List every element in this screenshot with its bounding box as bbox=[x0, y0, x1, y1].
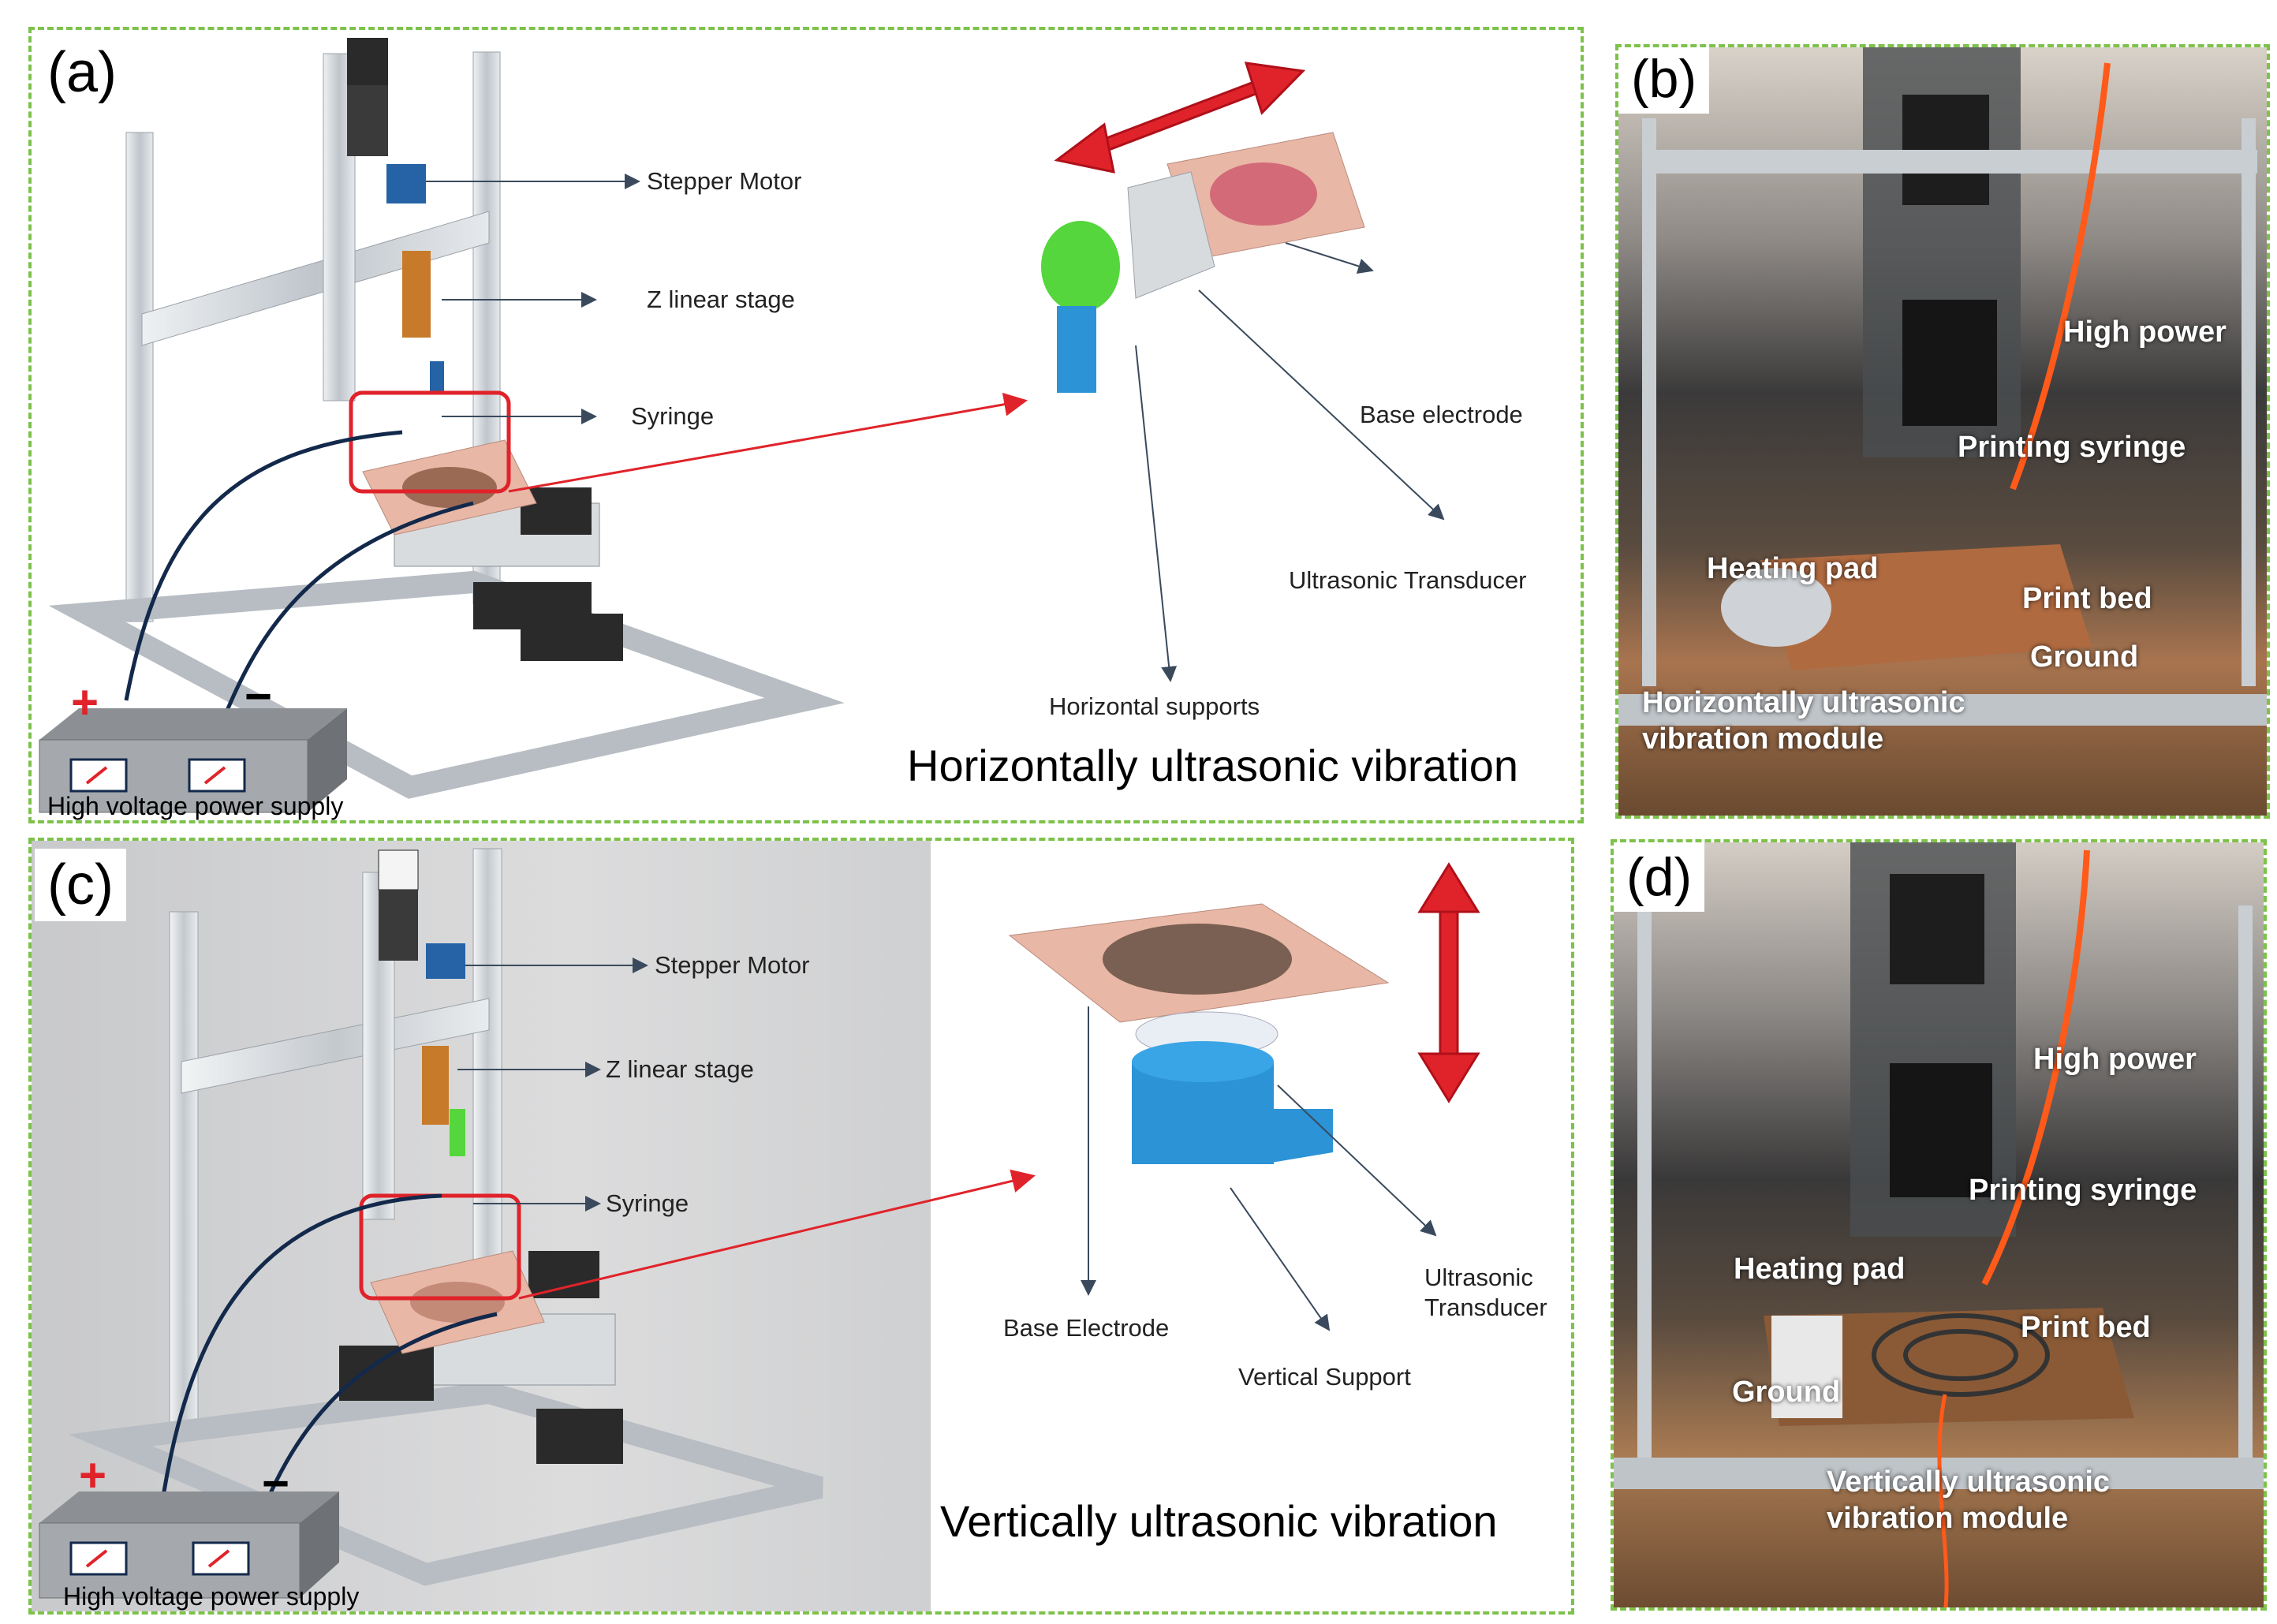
label-ultrasonic-line2: Transducer bbox=[1424, 1294, 1547, 1321]
panel-c: (c) Stepper Motor Z linear stage Syringe… bbox=[28, 838, 1574, 1615]
stepper-motor-icon bbox=[386, 164, 426, 203]
panel-a: (a) Stepper Motor Z linear stage Syringe… bbox=[28, 27, 1584, 823]
label-high-power: High power bbox=[2033, 1043, 2197, 1076]
plus-icon: + bbox=[71, 676, 99, 729]
vertical-transducer bbox=[1008, 903, 1390, 1164]
label-z-linear-stage: Z linear stage bbox=[606, 1055, 754, 1083]
horizontal-transducer bbox=[1041, 132, 1365, 393]
vertical-vibration-arrow bbox=[1417, 862, 1480, 1103]
label-syringe: Syringe bbox=[606, 1189, 689, 1217]
panel-a-drawing bbox=[39, 38, 1445, 813]
label-print-bed: Print bed bbox=[2022, 582, 2152, 615]
label-base-electrode: Base Electrode bbox=[1003, 1314, 1170, 1342]
horizontal-vibration-arrow bbox=[1054, 62, 1306, 174]
panel-tag: (b) bbox=[1618, 47, 1710, 114]
stepper-motor-icon bbox=[426, 943, 465, 979]
minus-icon: − bbox=[244, 670, 273, 722]
label-module-line2: vibration module bbox=[1827, 1502, 2069, 1535]
label-ultrasonic-transducer: Ultrasonic Transducer bbox=[1289, 566, 1527, 594]
horizontal-support-green bbox=[1041, 221, 1120, 312]
label-heating-pad: Heating pad bbox=[1734, 1253, 1906, 1286]
highlight-box bbox=[349, 390, 511, 494]
label-vertical-support: Vertical Support bbox=[1238, 1363, 1411, 1391]
label-ground: Ground bbox=[1732, 1376, 1841, 1409]
power-supply-label: High voltage power supply bbox=[63, 1582, 360, 1611]
power-supply-label: High voltage power supply bbox=[47, 792, 344, 820]
plus-icon: + bbox=[79, 1449, 107, 1502]
panel-c-drawing bbox=[39, 848, 1480, 1599]
label-module-line1: Horizontally ultrasonic bbox=[1642, 686, 1965, 719]
caption-vertical: Vertically ultrasonic vibration bbox=[940, 1496, 1498, 1546]
label-printing-syringe: Printing syringe bbox=[1958, 431, 2186, 464]
label-ground: Ground bbox=[2030, 640, 2139, 674]
label-syringe: Syringe bbox=[631, 402, 715, 430]
label-module-line2: vibration module bbox=[1642, 722, 1884, 756]
label-heating-pad: Heating pad bbox=[1707, 552, 1879, 585]
label-ultrasonic-line1: Ultrasonic bbox=[1424, 1264, 1533, 1291]
power-supply-a bbox=[39, 708, 347, 813]
photo-b-shapes bbox=[1618, 47, 2267, 726]
panel-tag: (d) bbox=[1614, 842, 1705, 912]
panel-b: (b) High power Printing syringe Heating … bbox=[1615, 44, 2270, 819]
label-stepper-motor: Stepper Motor bbox=[647, 167, 802, 195]
minus-icon: − bbox=[262, 1457, 290, 1510]
label-module-line1: Vertically ultrasonic bbox=[1827, 1465, 2111, 1499]
label-base-electrode: Base electrode bbox=[1360, 401, 1523, 428]
panel-d: (d) High power Printing syringe Heating … bbox=[1611, 839, 2267, 1611]
label-z-linear-stage: Z linear stage bbox=[647, 286, 795, 313]
label-horizontal-supports: Horizontal supports bbox=[1049, 693, 1260, 720]
label-stepper-motor: Stepper Motor bbox=[655, 951, 810, 979]
power-supply-c bbox=[39, 1491, 339, 1599]
label-print-bed: Print bed bbox=[2021, 1311, 2151, 1344]
horizontal-support-blue bbox=[1057, 306, 1096, 393]
photo-d-shapes bbox=[1614, 842, 2264, 1607]
panel-tag: (c) bbox=[35, 849, 126, 921]
label-high-power: High power bbox=[2063, 315, 2227, 349]
caption-horizontal: Horizontally ultrasonic vibration bbox=[907, 741, 1519, 790]
panel-tag: (a) bbox=[35, 36, 129, 109]
label-printing-syringe: Printing syringe bbox=[1969, 1174, 2197, 1207]
